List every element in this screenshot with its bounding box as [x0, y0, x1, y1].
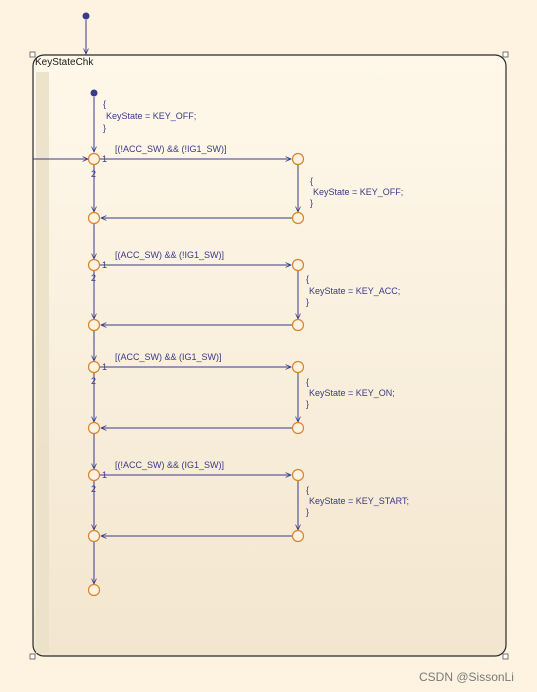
action-line: }: [310, 198, 313, 208]
action-line: {: [306, 485, 309, 495]
priority-label: 1: [102, 260, 107, 270]
junction[interactable]: [291, 152, 305, 166]
junction[interactable]: [291, 529, 305, 543]
action-line: }: [306, 297, 309, 307]
action-line: {: [310, 176, 313, 186]
action-line: {: [306, 377, 309, 387]
action-line: {: [306, 274, 309, 284]
condition-label: [(ACC_SW) && (!IG1_SW)]: [115, 250, 224, 260]
junction[interactable]: [291, 360, 305, 374]
condition-block-1: [(!ACC_SW) && (!IG1_SW)] 1 2 { KeyState …: [87, 144, 403, 225]
resize-handle[interactable]: [502, 51, 509, 58]
junction[interactable]: [87, 529, 101, 543]
condition-label: [(!ACC_SW) && (IG1_SW)]: [115, 460, 224, 470]
inner-default-dot[interactable]: [90, 89, 98, 97]
action-line: KeyState = KEY_ACC;: [309, 286, 400, 296]
condition-label: [(ACC_SW) && (IG1_SW)]: [115, 352, 222, 362]
action-line: KeyState = KEY_OFF;: [313, 187, 403, 197]
junction[interactable]: [291, 258, 305, 272]
chart-default-dot[interactable]: [82, 12, 90, 20]
junction[interactable]: [291, 421, 305, 435]
junction[interactable]: [87, 318, 101, 332]
condition-block-2: [(ACC_SW) && (!IG1_SW)] 1 2 { KeyState =…: [87, 250, 400, 332]
junction[interactable]: [87, 258, 101, 272]
default-action-line: }: [103, 123, 106, 133]
default-action-line: KeyState = KEY_OFF;: [106, 111, 196, 121]
priority-label: 1: [102, 154, 107, 164]
condition-block-3: [(ACC_SW) && (IG1_SW)] 1 2 { KeyState = …: [87, 352, 395, 435]
watermark: CSDN @SissonLi: [419, 670, 514, 684]
resize-handle[interactable]: [29, 653, 36, 660]
junction[interactable]: [87, 468, 101, 482]
action-line: }: [306, 399, 309, 409]
junction[interactable]: [87, 421, 101, 435]
terminal-junction[interactable]: [87, 583, 101, 597]
condition-block-4: [(!ACC_SW) && (IG1_SW)] 1 2 { KeyState =…: [87, 460, 409, 543]
state-keystatechk[interactable]: KeyStateChk: [29, 51, 509, 660]
condition-label: [(!ACC_SW) && (!IG1_SW)]: [115, 144, 227, 154]
junction[interactable]: [291, 211, 305, 225]
resize-handle[interactable]: [29, 51, 36, 58]
default-action-line: {: [103, 99, 106, 109]
junction[interactable]: [87, 152, 101, 166]
junction[interactable]: [291, 318, 305, 332]
action-line: }: [306, 507, 309, 517]
action-line: KeyState = KEY_ON;: [309, 388, 395, 398]
junction[interactable]: [87, 360, 101, 374]
junction[interactable]: [87, 211, 101, 225]
priority-label: 1: [102, 362, 107, 372]
resize-handle[interactable]: [502, 653, 509, 660]
priority-label: 1: [102, 470, 107, 480]
junction[interactable]: [291, 468, 305, 482]
state-name-label: KeyStateChk: [35, 57, 94, 68]
action-line: KeyState = KEY_START;: [309, 496, 409, 506]
